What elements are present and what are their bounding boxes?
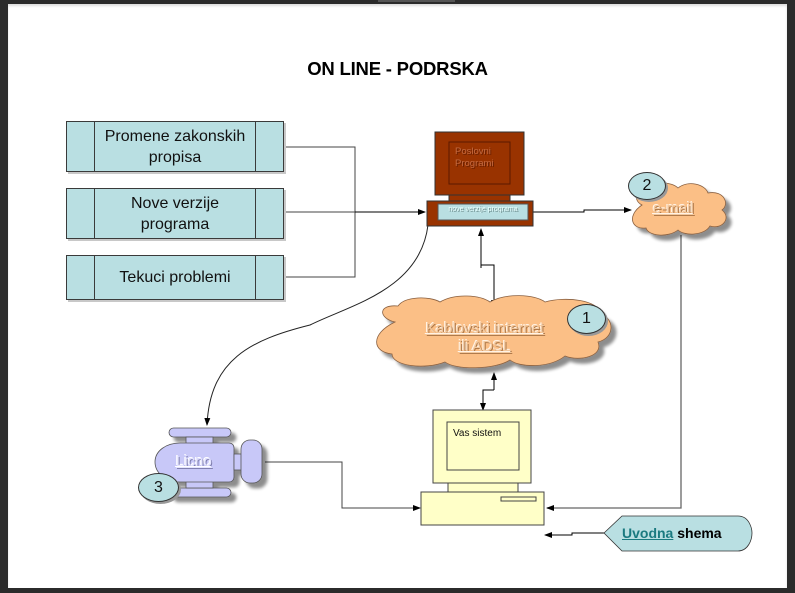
arrow-internet-business (481, 264, 497, 308)
internet-link[interactable]: Kablovski internet ili ADSL (410, 320, 560, 356)
business-computer[interactable] (426, 131, 534, 227)
business-screen-label-line1: Poslovni (455, 146, 491, 157)
business-screen-label-line2: Programi (455, 158, 494, 169)
process-box-current-problems[interactable]: Tekuci problemi (66, 255, 284, 300)
process-box-divider (94, 122, 95, 171)
process-box-divider (255, 256, 256, 299)
nav-button-link[interactable]: Uvodna (622, 525, 674, 541)
process-box-legal-changes[interactable]: Promene zakonskih propisa (66, 121, 284, 172)
nav-button[interactable]: Uvodna shema (622, 525, 722, 541)
arrow-email-to-user (546, 235, 682, 511)
process-box-label: Tekuci problemi (119, 269, 231, 286)
process-box-label: Promene zakonskih propisa (104, 127, 246, 166)
process-box-divider (94, 256, 95, 299)
user-computer[interactable] (420, 409, 545, 526)
arrow-user-internet (480, 389, 494, 411)
internet-step-badge: 1 (567, 304, 606, 334)
internet-link-line2: ili ADSL (458, 338, 512, 355)
internet-cloud-shape[interactable] (376, 295, 612, 369)
personal-link[interactable]: Licno (176, 453, 212, 470)
personal-step-badge: 3 (138, 473, 179, 502)
nav-button-rest: shema (673, 525, 722, 541)
arrow-personal-to-user (265, 461, 421, 511)
arrow-business-to-personal (204, 224, 429, 426)
business-keyboard-label: nove verzije programa (448, 206, 518, 213)
process-bracket-connector (283, 146, 356, 278)
window-top-edge (378, 0, 455, 2)
arrow-nav-connector (544, 532, 604, 538)
process-box-new-versions[interactable]: Nove verzije programa (66, 188, 284, 239)
email-step-badge: 2 (628, 172, 666, 200)
email-link[interactable]: e-mail (653, 200, 694, 217)
process-box-divider (255, 122, 256, 171)
business-screen-label: Poslovni Programi (455, 146, 494, 170)
user-screen-label: Vas sistem (453, 428, 502, 439)
arrow-business-to-email (532, 207, 632, 213)
internet-link-line1: Kablovski internet (425, 320, 545, 337)
nav-button-shape[interactable] (603, 515, 753, 552)
personal-support-shape[interactable] (154, 427, 263, 498)
process-box-divider (94, 189, 95, 238)
slide-title: ON LINE - PODRSKA (307, 58, 488, 79)
process-box-divider (255, 189, 256, 238)
process-box-label: Nove verzije programa (130, 194, 220, 233)
